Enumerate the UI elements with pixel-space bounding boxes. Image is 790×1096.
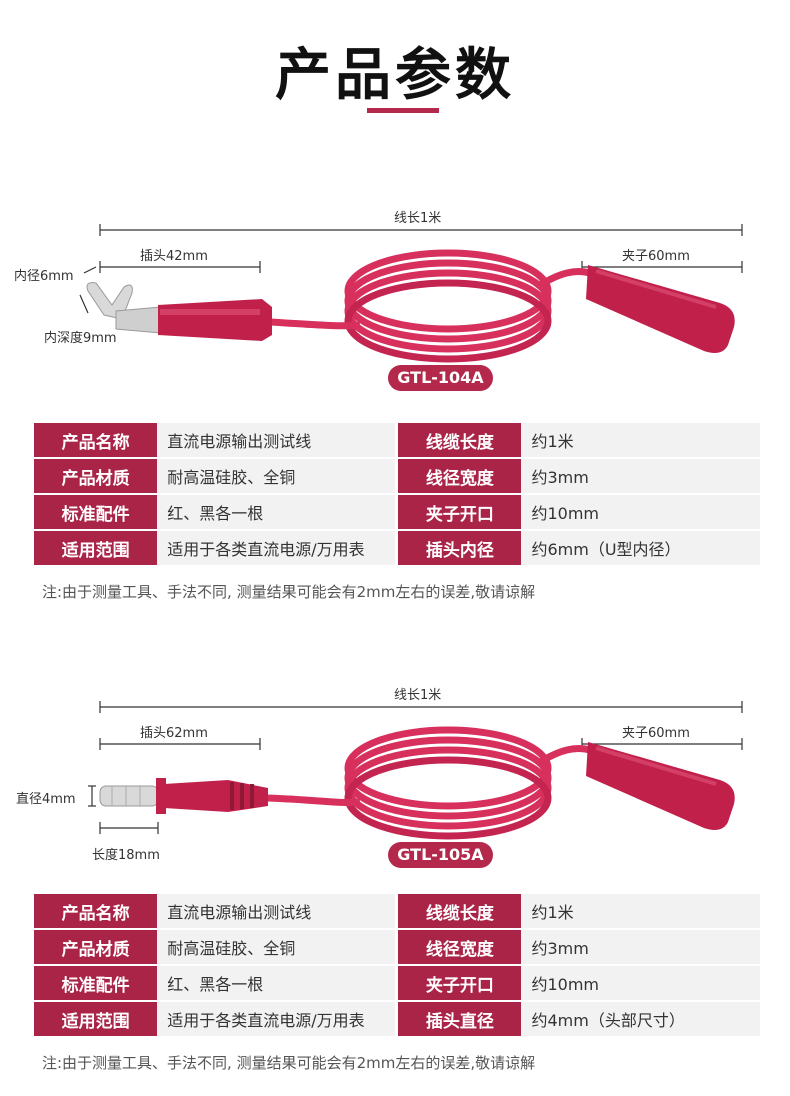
spec-value: 红、黑各一根: [157, 495, 396, 529]
dim-clip-length: 夹子60mm: [622, 249, 690, 264]
dim-total-length: 线长1米: [394, 688, 442, 703]
spec-value: 约1米: [521, 894, 760, 928]
dim-total-length: 线长1米: [394, 211, 442, 226]
spec-value: 直流电源输出测试线: [157, 423, 396, 457]
cable-diagram: [79, 224, 743, 363]
table-row: 标准配件 红、黑各一根 夹子开口 约10mm: [34, 495, 760, 529]
spec-value: 约3mm: [521, 930, 760, 964]
title-underline: [367, 108, 439, 113]
cable-diagram: [88, 701, 743, 840]
spec-value: 约6mm（U型内径）: [521, 531, 760, 565]
dim-pin-length: 长度18mm: [92, 848, 160, 863]
dim-clip-length: 夹子60mm: [622, 726, 690, 741]
spec-value: 适用于各类直流电源/万用表: [157, 1002, 396, 1036]
spec-key: 线径宽度: [398, 930, 522, 964]
spec-key: 线缆长度: [398, 894, 522, 928]
page-title: 产品参数: [275, 43, 515, 108]
spec-value: 耐高温硅胶、全铜: [157, 930, 396, 964]
spec-value: 耐高温硅胶、全铜: [157, 459, 396, 493]
spec-key: 插头内径: [398, 531, 522, 565]
spec-value: 约10mm: [521, 495, 760, 529]
dim-inner-depth: 内深度9mm: [44, 331, 117, 346]
spec-key: 线径宽度: [398, 459, 522, 493]
model-badge: GTL-105A: [388, 842, 493, 868]
table-row: 适用范围 适用于各类直流电源/万用表 插头直径 约4mm（头部尺寸）: [34, 1002, 760, 1036]
spec-key: 产品材质: [34, 459, 158, 493]
spec-key: 适用范围: [34, 1002, 158, 1036]
table-row: 适用范围 适用于各类直流电源/万用表 插头内径 约6mm（U型内径）: [34, 531, 760, 565]
spec-table: 产品名称 直流电源输出测试线 线缆长度 约1米 产品材质 耐高温硅胶、全铜 线径…: [34, 421, 760, 567]
spec-key: 标准配件: [34, 495, 158, 529]
spec-key: 产品材质: [34, 930, 158, 964]
spec-key: 适用范围: [34, 531, 158, 565]
table-row: 标准配件 红、黑各一根 夹子开口 约10mm: [34, 966, 760, 1000]
table-row: 产品名称 直流电源输出测试线 线缆长度 约1米: [34, 423, 760, 457]
dim-plug-length: 插头62mm: [140, 726, 208, 741]
spec-key: 夹子开口: [398, 966, 522, 1000]
model-badge: GTL-104A: [388, 365, 493, 391]
measurement-note: 注:由于测量工具、手法不同, 测量结果可能会有2mm左右的误差,敬请谅解: [42, 583, 536, 601]
spec-value: 约3mm: [521, 459, 760, 493]
spec-key: 线缆长度: [398, 423, 522, 457]
table-row: 产品材质 耐高温硅胶、全铜 线径宽度 约3mm: [34, 459, 760, 493]
product-gtl-105a: 线长1米 插头62mm 夹子60mm 直径4mm 长度18mm GTL-105A…: [0, 672, 790, 1072]
spec-value: 约4mm（头部尺寸）: [521, 1002, 760, 1036]
dim-plug-length: 插头42mm: [140, 249, 208, 264]
spec-value: 红、黑各一根: [157, 966, 396, 1000]
measurement-note: 注:由于测量工具、手法不同, 测量结果可能会有2mm左右的误差,敬请谅解: [42, 1054, 536, 1072]
table-row: 产品材质 耐高温硅胶、全铜 线径宽度 约3mm: [34, 930, 760, 964]
dim-inner-diameter: 内径6mm: [14, 269, 74, 284]
spec-key: 标准配件: [34, 966, 158, 1000]
table-row: 产品名称 直流电源输出测试线 线缆长度 约1米: [34, 894, 760, 928]
spec-key: 插头直径: [398, 1002, 522, 1036]
dim-pin-diameter: 直径4mm: [16, 792, 76, 807]
spec-value: 约1米: [521, 423, 760, 457]
spec-value: 适用于各类直流电源/万用表: [157, 531, 396, 565]
spec-table: 产品名称 直流电源输出测试线 线缆长度 约1米 产品材质 耐高温硅胶、全铜 线径…: [34, 892, 760, 1038]
spec-key: 产品名称: [34, 423, 158, 457]
spec-key: 夹子开口: [398, 495, 522, 529]
spec-value: 约10mm: [521, 966, 760, 1000]
spec-value: 直流电源输出测试线: [157, 894, 396, 928]
spec-key: 产品名称: [34, 894, 158, 928]
product-gtl-104a: 线长1米 插头42mm 夹子60mm 内径6mm 内深度9mm GTL-104A…: [0, 195, 790, 601]
